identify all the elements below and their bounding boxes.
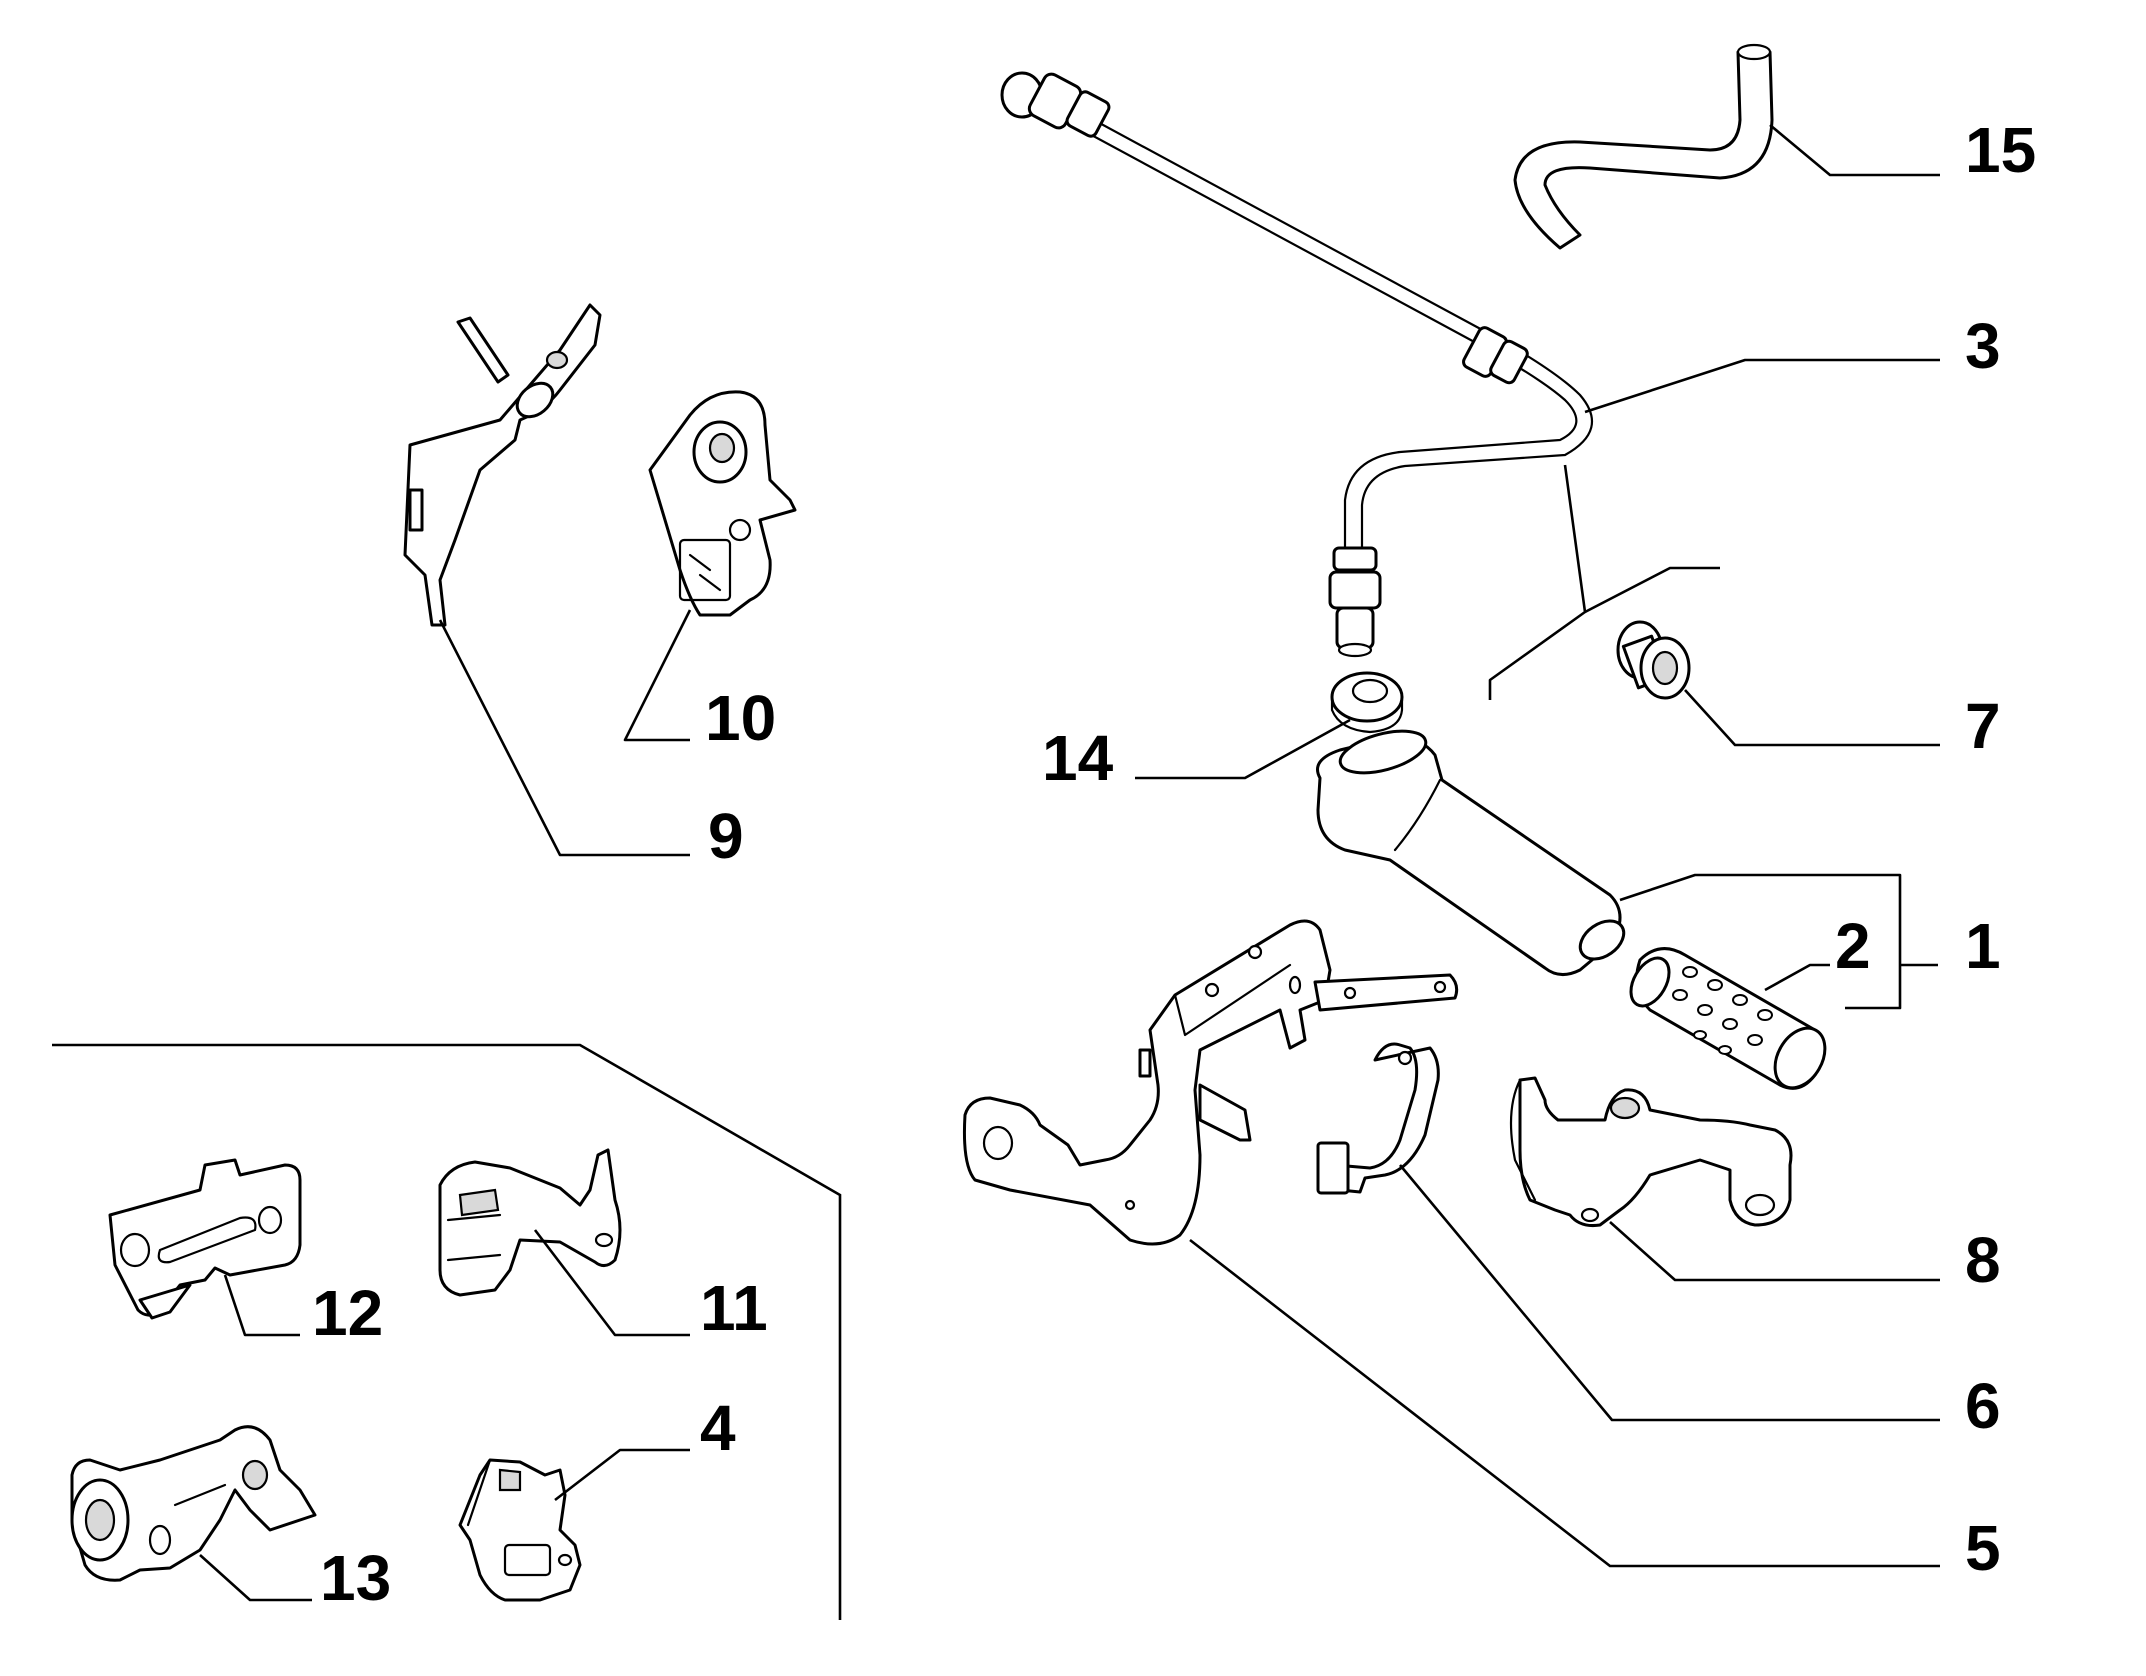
callout-14: 14	[1042, 722, 1114, 794]
callout-12: 12	[312, 1277, 383, 1349]
callout-13: 13	[320, 1542, 391, 1614]
part-15-hose	[1513, 43, 1774, 250]
part-7-bush	[1616, 620, 1691, 700]
leader-4	[554, 1448, 690, 1502]
leader-11	[533, 1229, 690, 1337]
leader-8	[1609, 1221, 1940, 1282]
part-12-bracket	[108, 1158, 302, 1320]
callout-4: 4	[700, 1392, 736, 1464]
callout-10: 10	[705, 682, 776, 754]
callout-7: 7	[1965, 690, 2001, 762]
callout-9: 9	[708, 800, 744, 872]
part-9-bracket	[403, 303, 602, 627]
leader-10	[623, 609, 692, 742]
leader-12	[223, 1274, 300, 1337]
part-3-pipe	[1000, 71, 1594, 658]
callout-15: 15	[1965, 114, 2036, 186]
leader-13	[199, 1554, 312, 1602]
leader-6	[1399, 1164, 1940, 1422]
leader-3	[1584, 358, 1940, 414]
leader-3-branch-2	[1584, 566, 1720, 614]
leader-15	[1769, 124, 1940, 177]
part-8-bracket	[1509, 1076, 1793, 1227]
leader-1	[1619, 873, 1902, 1010]
part-2-filter-sleeve	[1629, 947, 1827, 1090]
part-6-clip	[1316, 1042, 1440, 1195]
part-13-clamp	[70, 1425, 317, 1582]
leader-5	[1189, 1238, 1940, 1568]
callout-2: 2	[1835, 910, 1871, 982]
part-4-clip	[458, 1458, 582, 1602]
part-1-body	[1316, 729, 1626, 976]
callout-8: 8	[1965, 1224, 2001, 1296]
part-10-sensor	[648, 390, 797, 617]
leader-7	[1684, 689, 1940, 747]
leader-9	[438, 619, 690, 857]
callout-1: 1	[1965, 910, 2001, 982]
part-5-bracket	[962, 919, 1459, 1246]
leader-14	[1135, 718, 1351, 780]
part-11-clip	[438, 1148, 622, 1297]
variant-divider-line	[52, 1043, 842, 1620]
callout-5: 5	[1965, 1512, 2001, 1584]
callout-6: 6	[1965, 1370, 2001, 1442]
callout-3: 3	[1965, 310, 2001, 382]
part-14-washer	[1330, 671, 1404, 734]
callout-11: 11	[700, 1272, 768, 1344]
leader-2	[1764, 963, 1830, 992]
leader-3-branch	[1488, 464, 1587, 700]
